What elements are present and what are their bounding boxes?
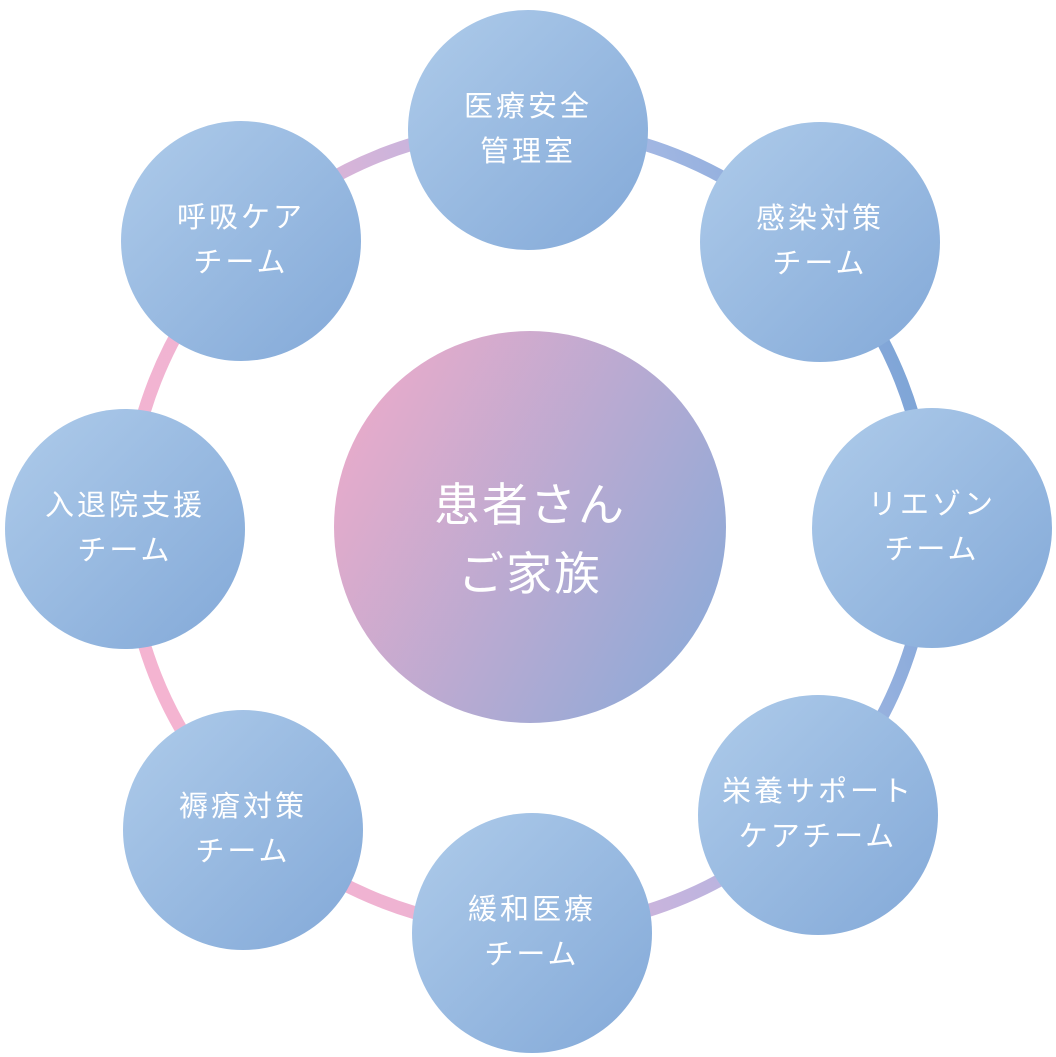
team-label-line2: チーム: [195, 836, 291, 868]
team-label-line1: 入退院支援: [44, 490, 205, 523]
center-label-line1: 患者さん: [434, 480, 626, 531]
team-label-line2: チーム: [77, 535, 173, 567]
team-label-line1: 感染対策: [755, 203, 884, 236]
team-circle-medical-safety: 医療安全 管理室: [408, 10, 648, 250]
team-circle-admission-discharge: 入退院支援 チーム: [5, 409, 245, 649]
team-label-line1: 褥瘡対策: [178, 791, 307, 824]
team-label-line2: ケアチーム: [738, 821, 898, 853]
team-circle-palliative-care: 緩和医療 チーム: [412, 813, 652, 1053]
team-label-line2: チーム: [772, 248, 868, 280]
team-circle-nutrition-support: 栄養サポート ケアチーム: [698, 695, 938, 935]
team-label-line1: 緩和医療: [467, 894, 596, 927]
team-circle-infection-control: 感染対策 チーム: [700, 122, 940, 362]
team-label-line1: リエゾン: [867, 489, 996, 522]
team-label-line2: 管理室: [479, 136, 576, 168]
team-circle-liaison: リエゾン チーム: [812, 408, 1052, 648]
team-label-line1: 医療安全: [463, 91, 592, 124]
team-label-line2: チーム: [193, 247, 289, 279]
team-label-line1: 呼吸ケア: [176, 202, 305, 235]
team-label-line2: チーム: [884, 534, 980, 566]
team-label-line1: 栄養サポート: [721, 776, 914, 809]
center-circle-patient-family: 患者さん ご家族: [334, 331, 726, 723]
team-label-line2: チーム: [484, 939, 580, 971]
center-label-line2: ご家族: [458, 549, 602, 600]
team-circle-pressure-ulcer: 褥瘡対策 チーム: [123, 710, 363, 950]
team-circle-respiratory-care: 呼吸ケア チーム: [121, 121, 361, 361]
